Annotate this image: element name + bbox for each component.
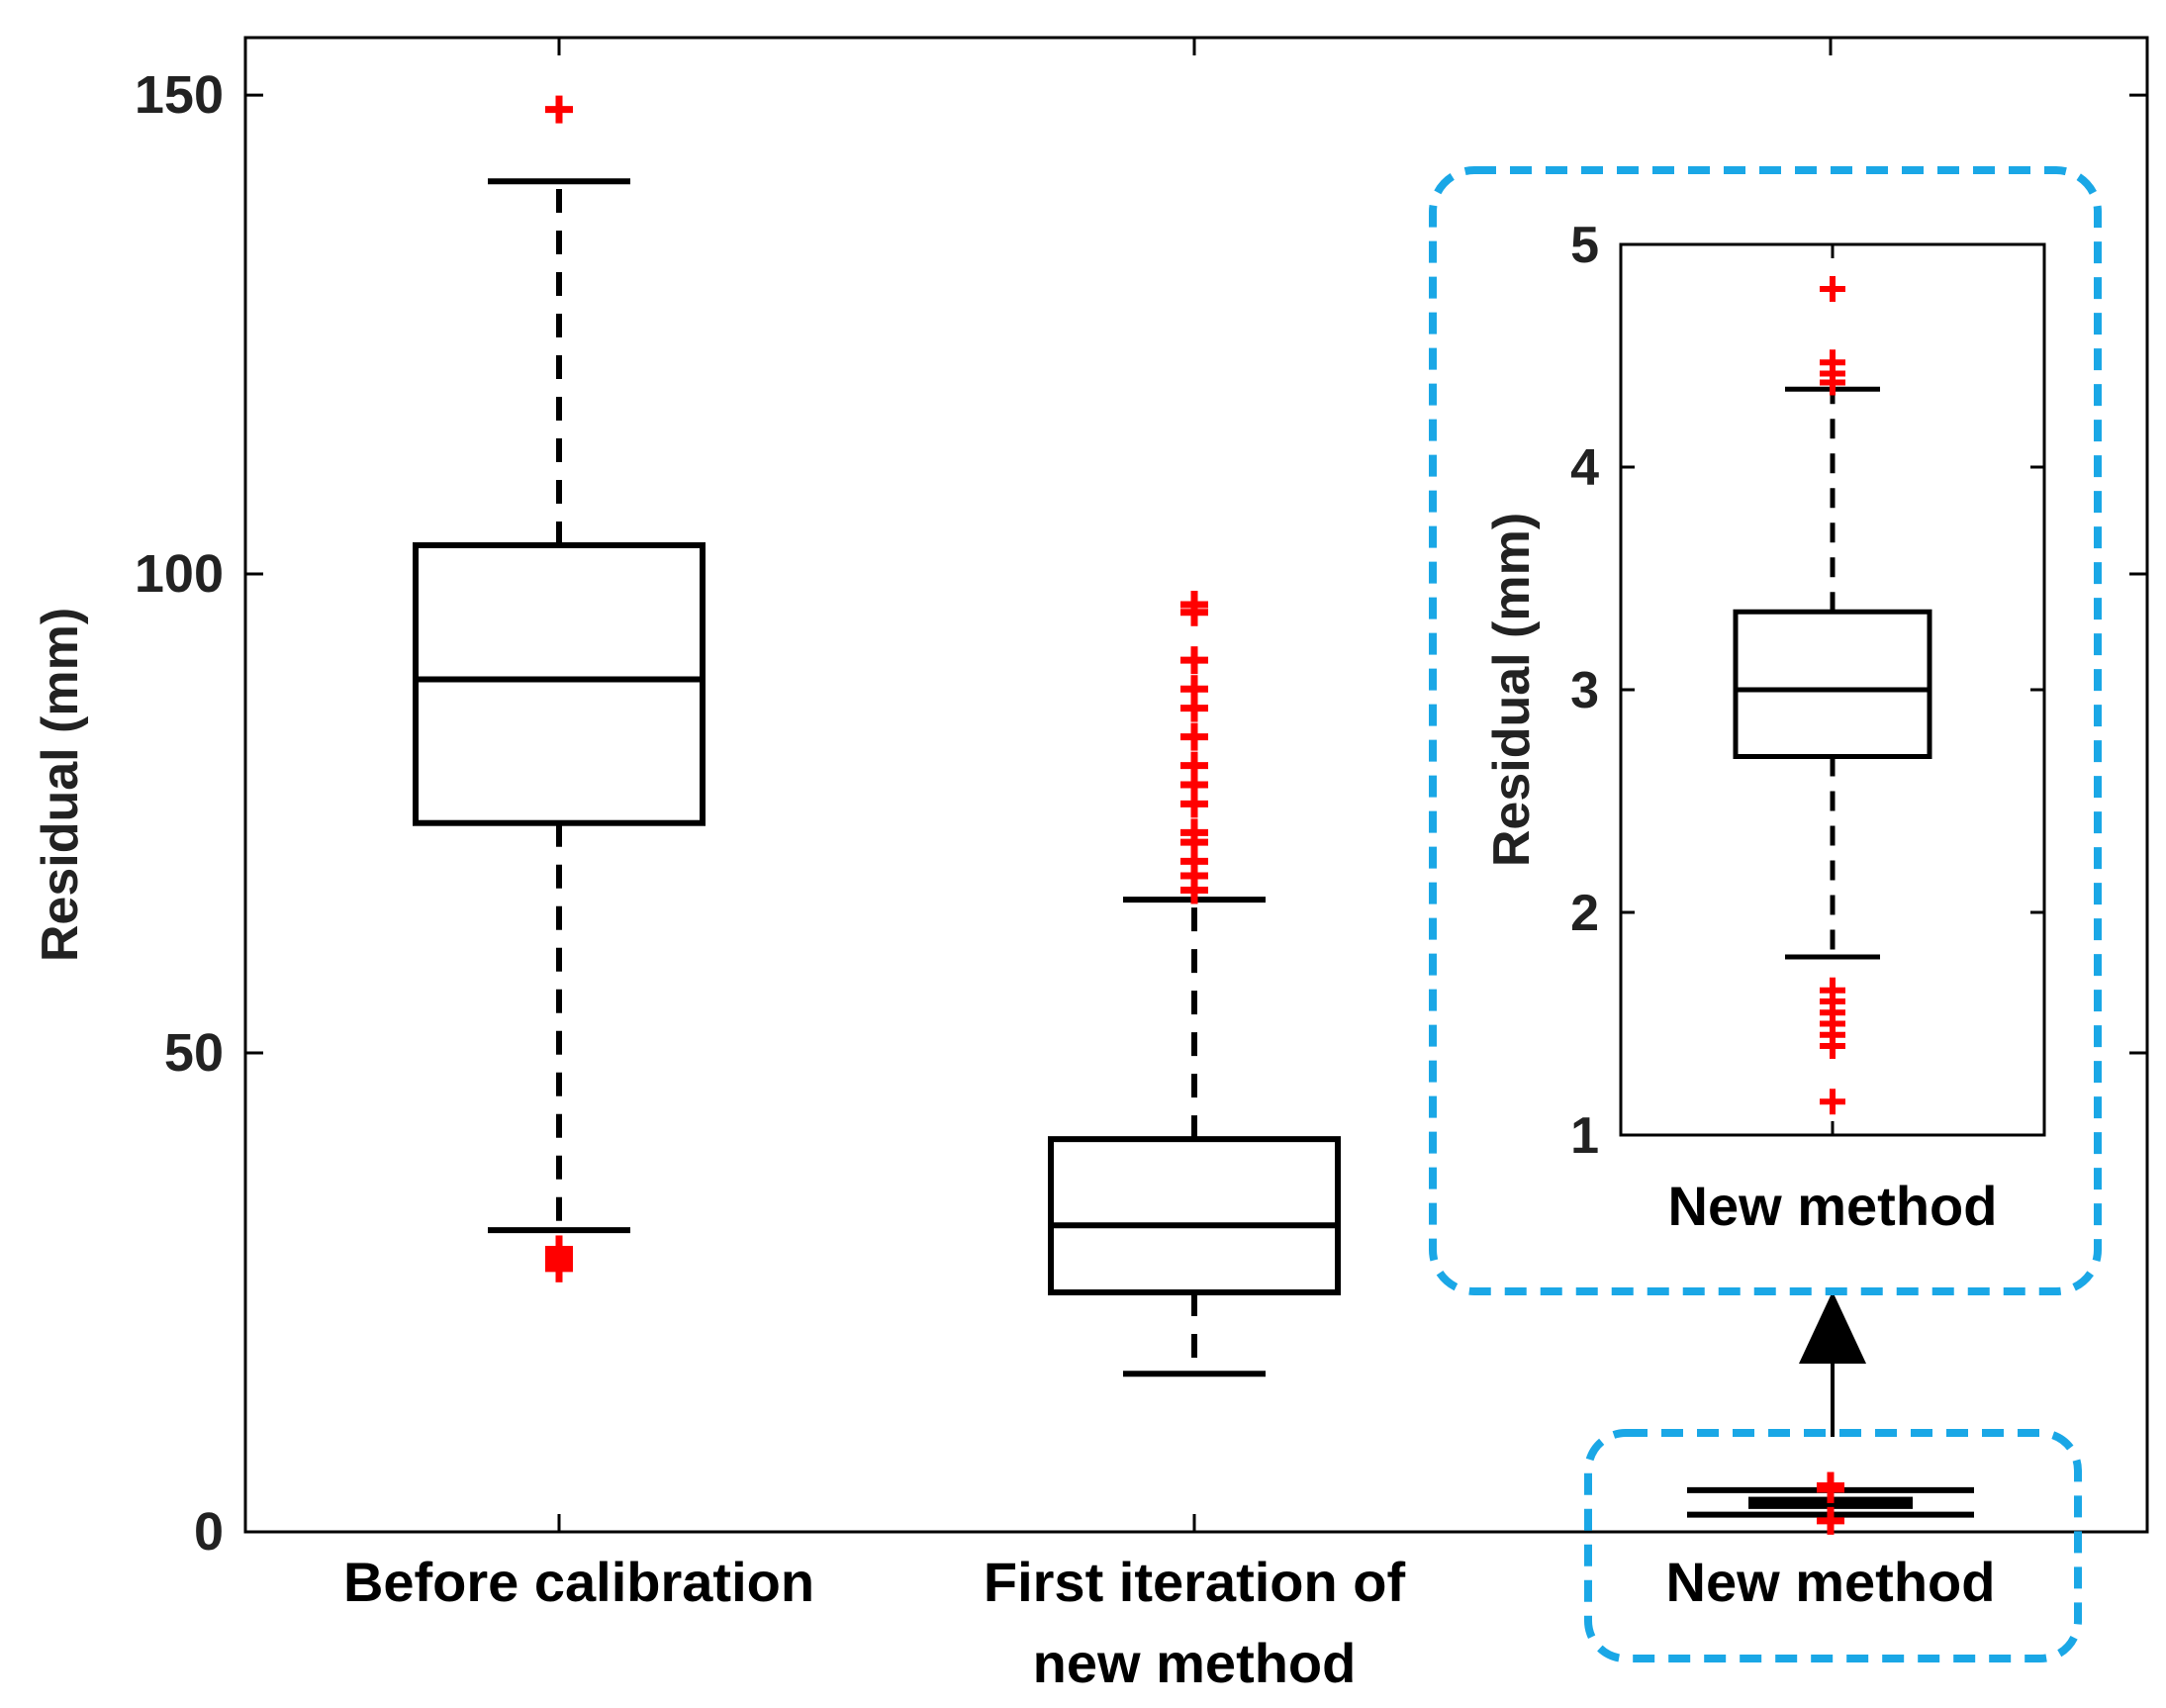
- y-tick-label-3: 150: [135, 65, 224, 125]
- y-tick-label-0: 0: [194, 1502, 224, 1562]
- x-category-label-1-1: new method: [1033, 1632, 1357, 1694]
- inset-y-axis-title: Residual (mm): [1483, 513, 1541, 867]
- y-tick-label-2: 100: [135, 544, 224, 604]
- inset-y-tick-label-2: 3: [1570, 662, 1599, 719]
- box-1-outlier-5: [1180, 722, 1208, 751]
- y-tick-label-1: 50: [164, 1023, 224, 1083]
- main-plot-area: 0 50 100 150: [135, 38, 2147, 1562]
- box-inset-0-outlier-10: [1820, 1089, 1845, 1115]
- box-inset-0-iqr-box: [1733, 609, 1932, 759]
- box-1-outlier-8: [1180, 790, 1208, 818]
- box-0-iqr-box: [413, 542, 706, 826]
- box-0-outlier-0: [545, 95, 573, 124]
- zoom-arrow-head: [1799, 1291, 1866, 1364]
- inset-x-category-label: New method: [1668, 1175, 1998, 1237]
- box-inset-0-outlier-9: [1820, 1033, 1845, 1059]
- box-2-outlier-1: [1817, 1474, 1844, 1503]
- x-category-label-2-0: New method: [1666, 1551, 1996, 1613]
- box-inset-0-outlier-0: [1820, 276, 1845, 302]
- x-category-label-0-0: Before calibration: [343, 1551, 814, 1613]
- inset-y-tick-label-1: 2: [1570, 885, 1599, 942]
- box-1-outlier-1: [1180, 598, 1208, 626]
- box-1-outlier-13: [1180, 876, 1208, 904]
- x-category-label-1-0: First iteration of: [984, 1551, 1406, 1613]
- box-1-outlier-4: [1180, 694, 1208, 722]
- box-1-iqr-box: [1048, 1136, 1341, 1296]
- new-method-highlight-box: [1584, 1429, 2082, 1662]
- inset-y-tick-label-0: 1: [1570, 1107, 1599, 1165]
- box-0-outlier-4: [545, 1254, 573, 1282]
- inset-y-tick-label-4: 5: [1570, 217, 1599, 274]
- box-2-outlier-2: [1817, 1506, 1844, 1535]
- box-inset-0-outlier-3: [1820, 369, 1845, 396]
- inset-y-tick-label-3: 4: [1570, 439, 1599, 497]
- y-axis-title: Residual (mm): [32, 608, 89, 962]
- box-1-outlier-2: [1180, 646, 1208, 675]
